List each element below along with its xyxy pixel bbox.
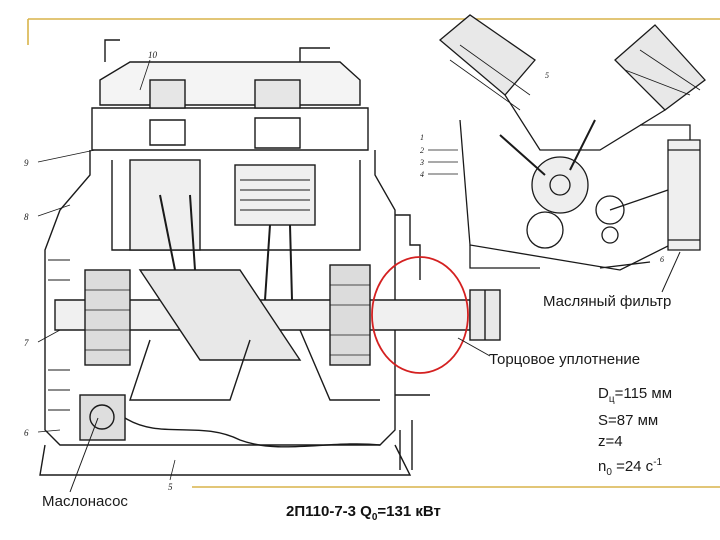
model-capacity-caption: 2П110-7-3 Q0=131 кВт: [286, 503, 441, 523]
cylinders-spec: z=4: [598, 433, 623, 450]
svg-text:5: 5: [168, 482, 173, 492]
compressor-section-drawing: [37, 39, 501, 481]
svg-text:7: 7: [24, 338, 29, 348]
svg-text:5: 5: [545, 71, 549, 80]
svg-text:4: 4: [420, 170, 424, 179]
svg-text:6: 6: [24, 428, 29, 438]
stroke-spec: S=87 мм: [598, 412, 659, 429]
callout-lines: [69, 251, 681, 493]
face-seal-highlight: [371, 256, 469, 374]
svg-text:3: 3: [419, 158, 424, 167]
svg-text:10: 10: [148, 50, 158, 60]
compressor-specs: Dц=115 мм S=87 мм z=4 n0 =24 с-1: [598, 383, 672, 483]
oil-pump-label: Маслонасос: [42, 493, 128, 510]
svg-text:6: 6: [660, 255, 664, 264]
svg-text:9: 9: [24, 158, 29, 168]
part-number-labels-right: 1 2 3 4 5 6: [419, 71, 664, 264]
part-number-labels: 10 9 8 7 6 5: [24, 50, 173, 492]
oil-filter-label: Масляный фильтр: [543, 293, 672, 310]
svg-text:2: 2: [420, 146, 424, 155]
speed-spec: n0 =24 с-1: [598, 457, 663, 478]
bore-spec: Dц=115 мм: [598, 385, 673, 405]
compressor-external-view: [428, 14, 706, 271]
svg-text:8: 8: [24, 212, 29, 222]
svg-text:1: 1: [420, 133, 424, 142]
slide-frame: [27, 18, 720, 488]
face-seal-label: Торцовое уплотнение: [489, 351, 641, 368]
